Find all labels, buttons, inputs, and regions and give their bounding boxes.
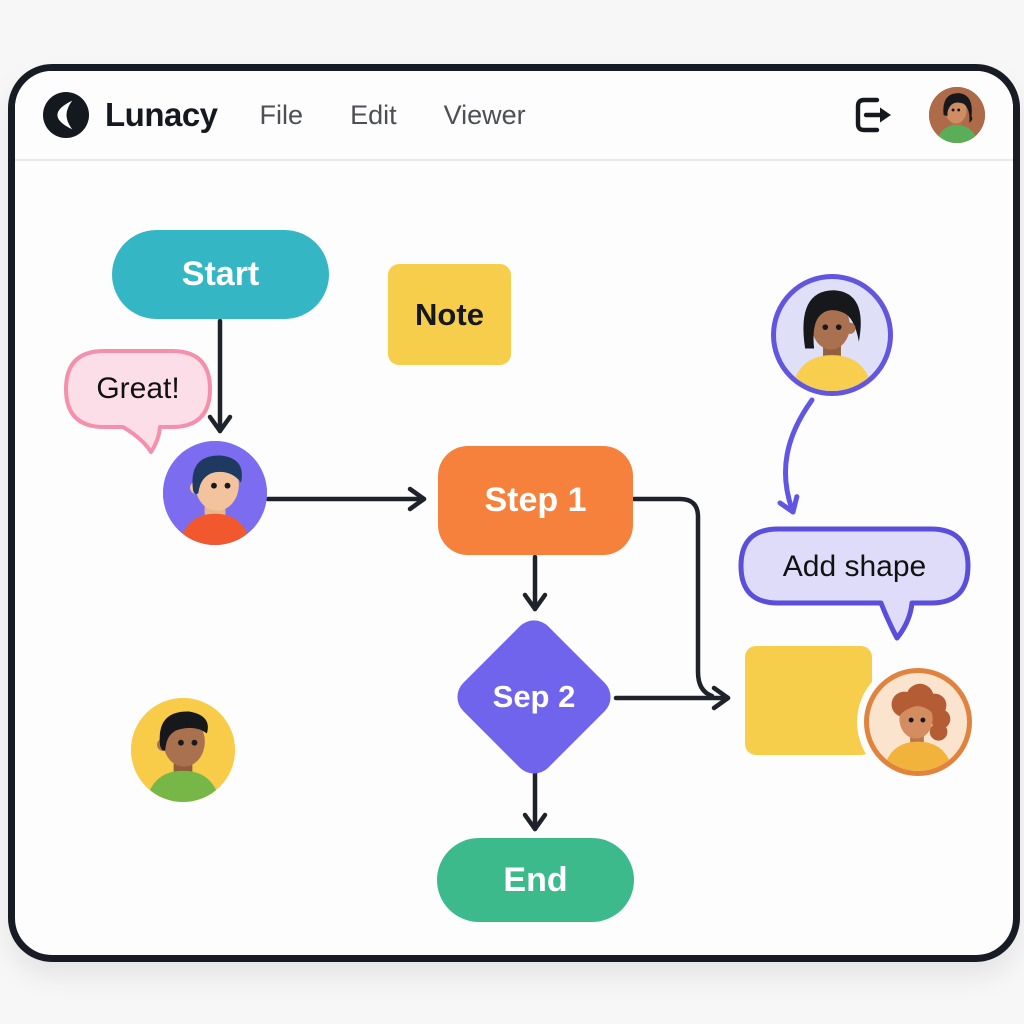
node-end[interactable]: End — [437, 838, 634, 922]
node-start-label: Start — [181, 255, 260, 293]
sticky-note-label: Note — [415, 296, 484, 332]
lunacy-logo-icon[interactable] — [43, 92, 89, 138]
collaborator-avatar-purple — [163, 441, 267, 545]
sticky-blank[interactable] — [745, 646, 872, 755]
sticky-note[interactable]: Note — [388, 264, 511, 365]
node-step1-label: Step 1 — [484, 481, 587, 519]
menu-viewer[interactable]: Viewer — [443, 99, 526, 130]
menu-edit[interactable]: Edit — [350, 99, 397, 130]
node-step2-label: Sep 2 — [492, 679, 576, 714]
speech-bubble-add-shape[interactable] — [738, 526, 974, 648]
app-title: Lunacy — [105, 96, 218, 133]
app-header: Lunacy File Edit Viewer — [15, 71, 1013, 161]
export-icon[interactable] — [849, 91, 897, 139]
speech-bubble-great[interactable] — [63, 348, 223, 458]
collaborator-avatar-yellow — [131, 698, 235, 802]
collaborator-avatar-lavender — [771, 274, 893, 396]
menu-file[interactable]: File — [259, 99, 304, 130]
speech-bubble-great-label: Great! — [96, 372, 180, 405]
speech-bubble-add-shape-label: Add shape — [782, 550, 927, 583]
collaborator-avatar-orange — [864, 668, 972, 776]
menu-bar: File Edit Viewer — [260, 100, 526, 131]
node-end-label: End — [503, 860, 568, 899]
node-start[interactable]: Start — [112, 230, 329, 319]
user-avatar[interactable] — [929, 87, 985, 143]
node-step1[interactable]: Step 1 — [438, 446, 633, 555]
